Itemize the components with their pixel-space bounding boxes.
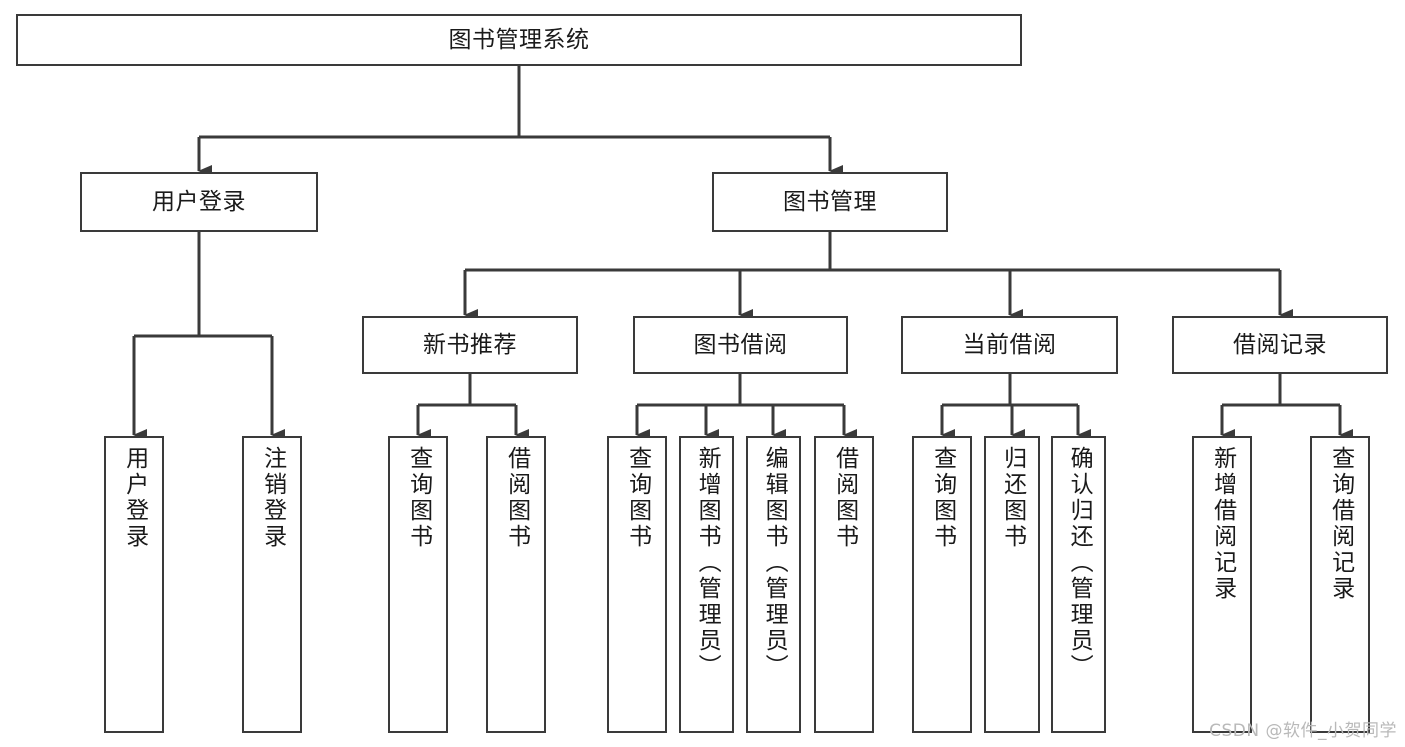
node-root[interactable]: 图书管理系统: [16, 14, 1022, 66]
node-label: 注销登录: [259, 446, 286, 550]
node-book-borrow[interactable]: 图书借阅: [633, 316, 848, 374]
node-label: 查询图书: [405, 446, 432, 550]
node-label: 查询图书: [624, 446, 651, 550]
node-current-borrow[interactable]: 当前借阅: [901, 316, 1118, 374]
node-leaf-query-book-2[interactable]: 查询图书: [607, 436, 667, 733]
node-leaf-return-book[interactable]: 归还图书: [984, 436, 1040, 733]
node-leaf-add-book-admin[interactable]: 新增图书（管理员）: [679, 436, 734, 733]
node-label: 借阅记录: [1233, 331, 1327, 358]
node-leaf-query-borrow-record[interactable]: 查询借阅记录: [1310, 436, 1370, 733]
node-leaf-user-login[interactable]: 用户登录: [104, 436, 164, 733]
node-label: 归还图书: [999, 446, 1026, 550]
node-label: 图书管理系统: [448, 26, 590, 53]
node-leaf-borrow-book-1[interactable]: 借阅图书: [486, 436, 546, 733]
node-new-book-recommend[interactable]: 新书推荐: [362, 316, 578, 374]
watermark: CSDN @软件_小贺同学: [1209, 721, 1397, 741]
node-label: 用户登录: [121, 446, 148, 550]
node-leaf-add-borrow-record[interactable]: 新增借阅记录: [1192, 436, 1252, 733]
node-label: 查询图书: [929, 446, 956, 550]
node-label: 新增图书（管理员）: [694, 446, 721, 680]
node-label: 图书管理: [783, 188, 877, 215]
node-user-login[interactable]: 用户登录: [80, 172, 318, 232]
node-label: 借阅图书: [503, 446, 530, 550]
node-book-manage[interactable]: 图书管理: [712, 172, 948, 232]
node-leaf-query-book-1[interactable]: 查询图书: [388, 436, 448, 733]
node-borrow-record[interactable]: 借阅记录: [1172, 316, 1388, 374]
node-label: 用户登录: [152, 188, 246, 215]
node-label: 当前借阅: [962, 331, 1057, 358]
node-label: 新增借阅记录: [1209, 446, 1236, 602]
node-label: 新书推荐: [423, 331, 517, 358]
node-leaf-borrow-book-2[interactable]: 借阅图书: [814, 436, 874, 733]
node-label: 编辑图书（管理员）: [761, 446, 788, 680]
node-leaf-confirm-return-admin[interactable]: 确认归还（管理员）: [1051, 436, 1106, 733]
node-label: 确认归还（管理员）: [1066, 446, 1093, 680]
node-leaf-query-book-3[interactable]: 查询图书: [912, 436, 972, 733]
node-leaf-user-logout[interactable]: 注销登录: [242, 436, 302, 733]
node-label: 图书借阅: [693, 331, 788, 358]
node-leaf-edit-book-admin[interactable]: 编辑图书（管理员）: [746, 436, 801, 733]
node-label: 查询借阅记录: [1327, 446, 1354, 602]
node-label: 借阅图书: [831, 446, 858, 550]
